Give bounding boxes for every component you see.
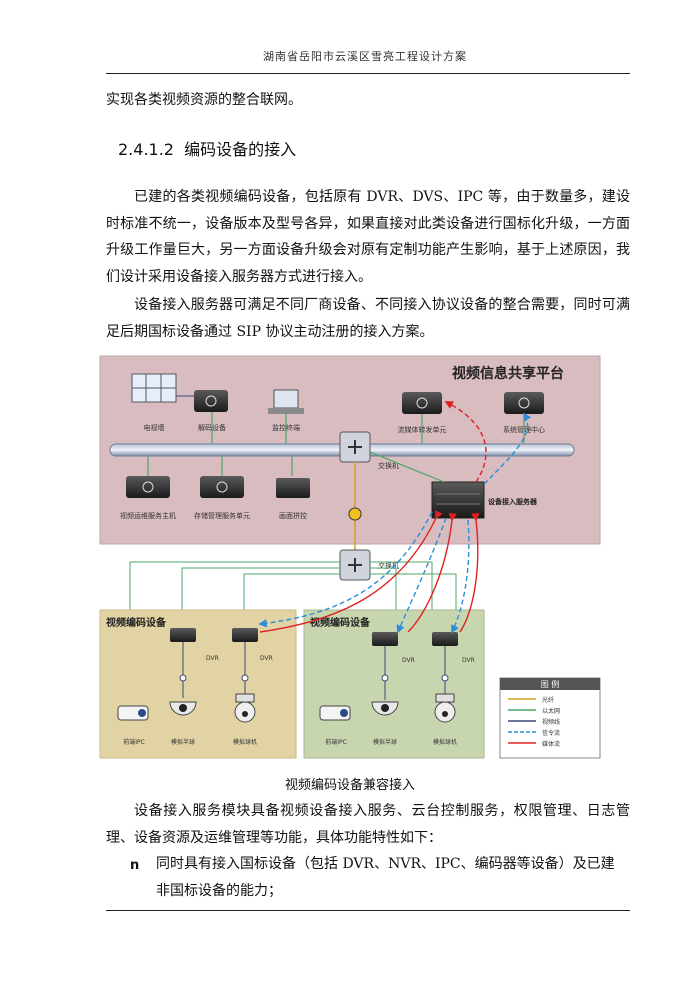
- left-dvr1-icon: [170, 628, 196, 642]
- section-title: 编码设备的接入: [184, 140, 297, 159]
- left-dome-label: 模拟半球: [171, 738, 195, 746]
- bullet-text: 同时具有接入国标设备（包括 DVR、NVR、IPC、编码器等设备）及已建非国标设…: [156, 856, 615, 899]
- right-ptz-icon: [434, 693, 456, 723]
- left-ipc-label: 前端IPC: [123, 738, 145, 746]
- left-ptz-icon: [234, 693, 256, 723]
- left-ptz-label: 模拟球机: [233, 738, 257, 746]
- intro-line: 实现各类视频资源的整合联网。: [106, 92, 302, 108]
- network-diagram: 视频信息共享平台 电视墙 解码设备 监控终端 流媒体转发单元 系统管理中心 交换…: [99, 355, 601, 759]
- left-dvr2-label: DVR: [260, 655, 273, 662]
- legend: 图 例 光纤 以太网 视频线 信令流 媒体流: [499, 677, 601, 759]
- legend-item-signal: 信令流: [542, 729, 560, 737]
- fiber-icon: [348, 507, 362, 521]
- right-dome-icon: [371, 701, 399, 716]
- media-flow-right-2: [459, 512, 480, 633]
- header-rule: [106, 73, 630, 74]
- left-ipc-icon: [117, 705, 149, 721]
- paragraph-2: 设备接入服务器可满足不同厂商设备、不同接入协议设备的整合需要，同时可满足后期国标…: [106, 297, 630, 340]
- signal-flow-up: [483, 412, 532, 485]
- paragraph-1: 已建的各类视频编码设备，包括原有 DVR、DVS、IPC 等，由于数量多，建设时…: [106, 189, 630, 285]
- bullet-marker: n: [130, 858, 140, 873]
- media-flow-right-1: [407, 512, 457, 633]
- management-icon: [504, 392, 544, 414]
- analysis-host-icon: [126, 476, 170, 498]
- legend-item-fiber: 光纤: [542, 696, 554, 704]
- video-wall-label: 电视墙: [144, 423, 165, 432]
- section-number: 2.4.1.2: [118, 140, 174, 159]
- section-heading: 2.4.1.2 编码设备的接入: [118, 136, 296, 160]
- signal-flow-left: [258, 511, 433, 628]
- legend-item-video: 视频线: [542, 718, 560, 726]
- left-group-title: 视频编码设备: [106, 616, 167, 629]
- access-server-label: 设备接入服务器: [488, 497, 538, 506]
- top-switch-icon: [339, 431, 371, 463]
- bottom-switch-label: 交换机: [378, 561, 399, 570]
- media-flow-up: [444, 401, 487, 483]
- page-header: 湖南省岳阳市云溪区雪亮工程设计方案: [263, 50, 467, 63]
- right-dome-label: 模拟半球: [373, 738, 397, 746]
- right-group-title: 视频编码设备: [310, 616, 371, 629]
- paragraph-3: 设备接入服务模块具备视频设备接入服务、云台控制服务，权限管理、日志管理、设备资源…: [106, 803, 630, 846]
- left-dvr1-label: DVR: [206, 655, 219, 662]
- media-forward-icon: [402, 392, 442, 414]
- access-server-icon: [431, 481, 485, 519]
- figure-caption: 视频编码设备兼容接入: [284, 778, 415, 793]
- legend-item-media: 媒体流: [542, 740, 560, 748]
- analysis-host-label: 视频运维服务主机: [120, 511, 176, 520]
- signal-flow-right-1: [396, 517, 447, 634]
- platform-title: 视频信息共享平台: [452, 365, 564, 382]
- storage-unit-icon: [200, 476, 244, 498]
- signal-flow-right-2: [451, 519, 470, 634]
- video-wall-icon: [131, 373, 177, 403]
- display-control-icon: [276, 478, 310, 498]
- right-ptz-label: 模拟球机: [433, 738, 457, 746]
- right-dvr2-icon: [432, 632, 458, 646]
- display-control-label: 画面拼控: [279, 511, 307, 520]
- right-dvr1-label: DVR: [402, 657, 415, 664]
- bottom-switch-icon: [339, 549, 371, 581]
- right-ipc-icon: [319, 705, 351, 721]
- left-dome-icon: [169, 701, 197, 716]
- left-group-background: [99, 609, 297, 759]
- legend-title: 图 例: [541, 679, 560, 689]
- right-dvr1-icon: [372, 632, 398, 646]
- footer-rule: [106, 910, 630, 911]
- right-ipc-label: 前端IPC: [325, 738, 347, 746]
- storage-unit-label: 存储管理服务单元: [194, 511, 250, 520]
- right-dvr2-label: DVR: [462, 657, 475, 664]
- monitor-icon: [268, 389, 304, 414]
- legend-item-ethernet: 以太网: [542, 707, 560, 715]
- top-switch-label: 交换机: [378, 461, 399, 470]
- left-dvr2-icon: [232, 628, 258, 642]
- decoder-icon: [194, 390, 228, 412]
- media-flow-left: [259, 510, 443, 633]
